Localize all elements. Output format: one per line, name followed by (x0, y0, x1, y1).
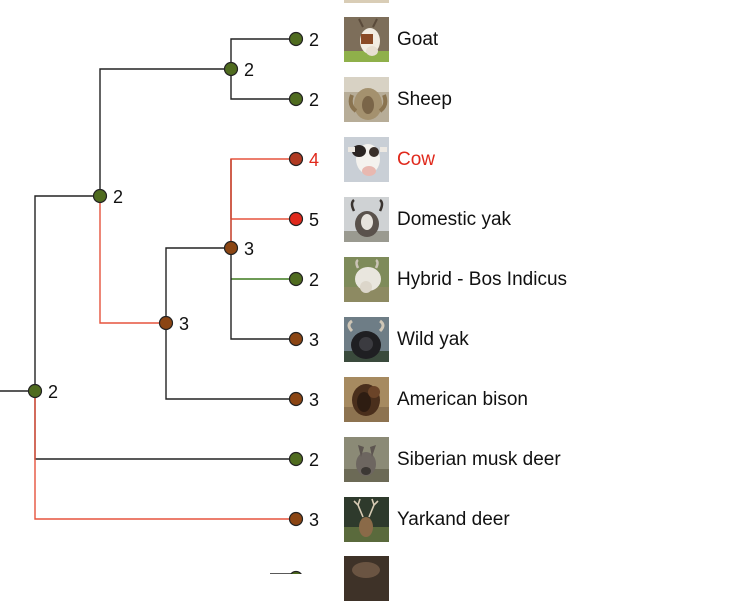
leaf-node-offscreen (290, 570, 302, 574)
leaf-score: 4 (309, 150, 320, 170)
leaf-node-domestic-yak[interactable] (288, 211, 304, 227)
edge-cow (230, 158, 296, 219)
edge-bison (165, 323, 296, 400)
offscreen-bottom-photo-icon (344, 556, 389, 601)
edge-upper-node (34, 195, 100, 391)
leaf-score: 3 (309, 390, 320, 410)
internal-node-score: 3 (179, 314, 190, 334)
edge-wild-yak-stem (230, 159, 296, 340)
leaf-label-cow[interactable]: Cow (397, 149, 436, 170)
cow-photo-icon (344, 137, 389, 182)
leaf-label-sheep[interactable]: Sheep (397, 89, 452, 110)
edge-sheep (230, 69, 296, 100)
leaf-label-bison[interactable]: American bison (397, 389, 528, 410)
leaf-node-yarkand-deer[interactable] (288, 511, 304, 527)
edge-bos-node (165, 247, 231, 323)
edge-goat (230, 38, 296, 69)
internal-node-score: 2 (113, 187, 124, 207)
wild-yak-photo-icon (344, 317, 389, 362)
leaf-node-goat[interactable] (288, 31, 304, 47)
internal-node[interactable] (27, 383, 43, 399)
leaf-label-musk-deer[interactable]: Siberian musk deer (397, 449, 561, 470)
leaf-node-sheep[interactable] (288, 91, 304, 107)
leaf-score: 2 (309, 30, 320, 50)
leaf-label-goat[interactable]: Goat (397, 29, 439, 50)
leaf-label-domestic-yak[interactable]: Domestic yak (397, 209, 512, 230)
musk-deer-photo-icon (344, 437, 389, 482)
leaf-node-bos-indicus[interactable] (288, 271, 304, 287)
bos-indicus-photo-icon (344, 257, 389, 302)
leaf-node-cow[interactable] (288, 151, 304, 167)
leaf-label-yarkand-deer[interactable]: Yarkand deer (397, 509, 510, 530)
edge-goat-sheep-node (99, 68, 231, 196)
leaf-score: 5 (309, 210, 320, 230)
edge-musk-deer (34, 391, 296, 460)
yarkand-deer-photo-icon (344, 497, 389, 542)
internal-node[interactable] (223, 240, 239, 256)
internal-node[interactable] (158, 315, 174, 331)
edge-bovini-node (99, 196, 166, 324)
internal-node[interactable] (223, 61, 239, 77)
domestic-yak-photo-icon (344, 197, 389, 242)
internal-node-score: 2 (48, 382, 59, 402)
internal-node[interactable] (92, 188, 108, 204)
offscreen-top-photo-icon (344, 0, 389, 3)
bison-photo-icon (344, 377, 389, 422)
internal-node-score: 2 (244, 60, 255, 80)
edge-yarkand-deer (34, 391, 296, 520)
leaf-score: 2 (309, 270, 320, 290)
leaf-label-wild-yak[interactable]: Wild yak (397, 329, 469, 350)
goat-photo-icon (344, 17, 389, 62)
leaf-score: 3 (309, 510, 320, 530)
leaf-score: 3 (309, 330, 320, 350)
leaf-node-musk-deer[interactable] (288, 451, 304, 467)
leaf-score: 2 (309, 90, 320, 110)
leaf-node-bison[interactable] (288, 391, 304, 407)
sheep-photo-icon (344, 77, 389, 122)
leaf-label-bos-indicus[interactable]: Hybrid - Bos Indicus (397, 269, 568, 290)
leaf-score: 2 (309, 450, 320, 470)
internal-node-score: 3 (244, 239, 255, 259)
phylogenetic-tree (0, 31, 304, 574)
leaf-node-wild-yak[interactable] (288, 331, 304, 347)
